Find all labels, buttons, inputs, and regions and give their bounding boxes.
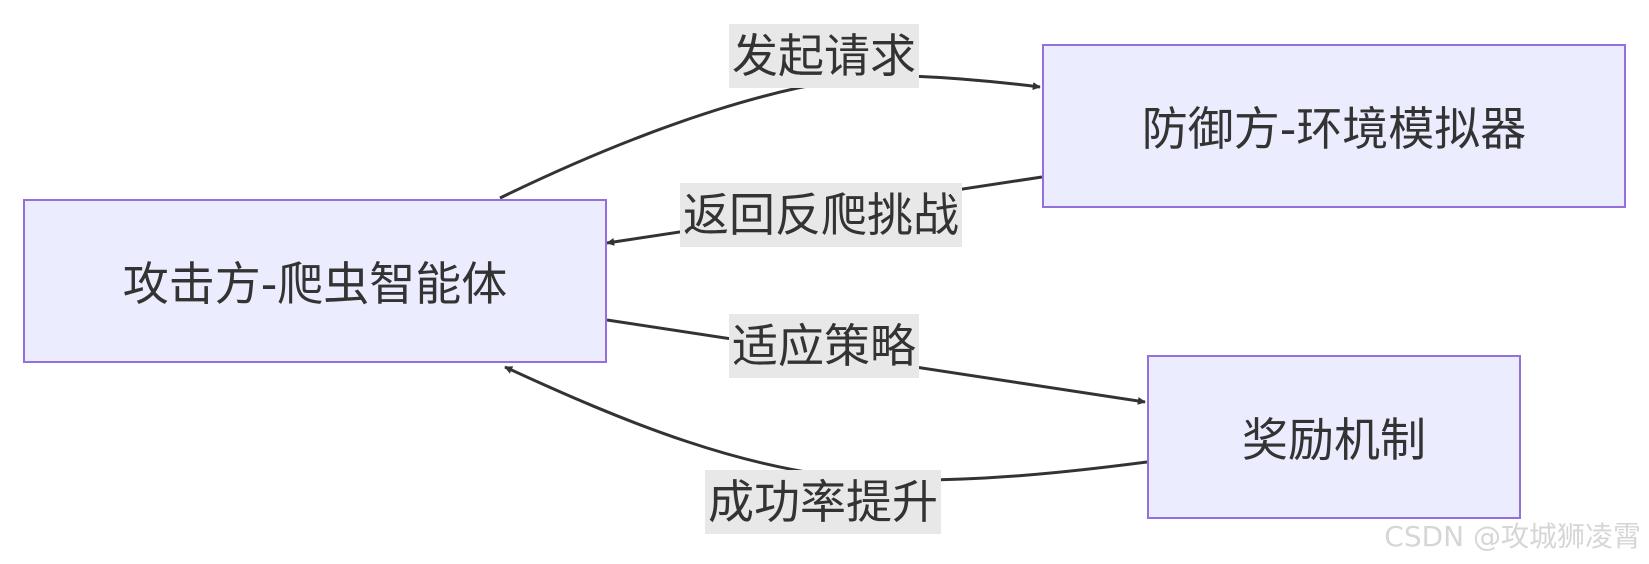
node-attacker: 攻击方-爬虫智能体 — [23, 199, 607, 363]
edge-label-challenge: 返回反爬挑战 — [680, 183, 962, 247]
edge-label-adapt: 适应策略 — [729, 314, 919, 378]
edge-success-line — [504, 365, 1148, 482]
edge-label-success: 成功率提升 — [705, 470, 941, 534]
watermark: CSDN @攻城狮凌霄 — [1384, 520, 1641, 553]
edge-request-line — [499, 74, 1041, 200]
node-reward: 奖励机制 — [1147, 355, 1521, 519]
edge-label-request: 发起请求 — [729, 24, 919, 88]
node-defender: 防御方-环境模拟器 — [1042, 44, 1626, 208]
